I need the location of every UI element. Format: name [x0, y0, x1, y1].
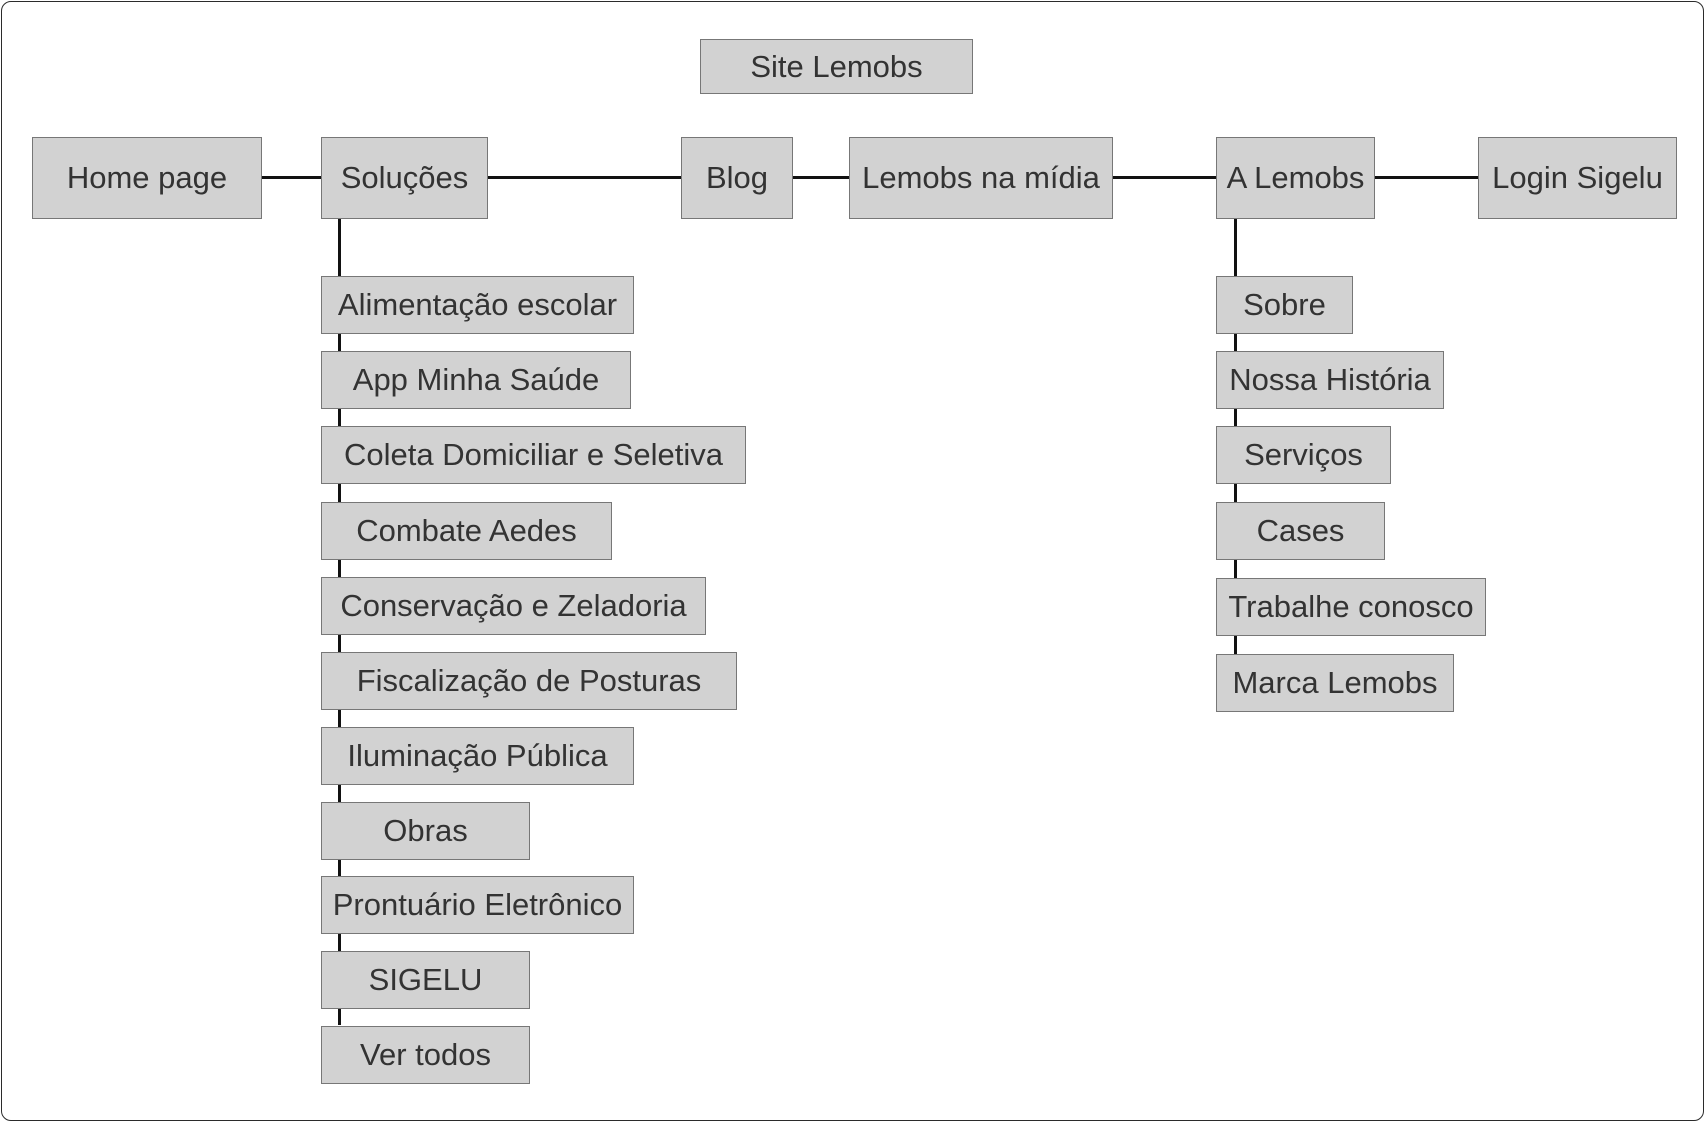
node-solucoes-child: Iluminação Pública: [321, 727, 634, 785]
node-lemobs-child: Cases: [1216, 502, 1385, 560]
node-solucoes-child: App Minha Saúde: [321, 351, 631, 409]
node-solucoes-child: Fiscalização de Posturas: [321, 652, 737, 710]
node-a-lemobs: A Lemobs: [1216, 137, 1375, 219]
node-solucoes-child: Coleta Domiciliar e Seletiva: [321, 426, 746, 484]
node-lemobs-child: Trabalhe conosco: [1216, 578, 1486, 636]
node-login-sigelu: Login Sigelu: [1478, 137, 1677, 219]
node-lemobs-child: Sobre: [1216, 276, 1353, 334]
node-lemobs-child: Marca Lemobs: [1216, 654, 1454, 712]
node-solucoes-child: Prontuário Eletrônico: [321, 876, 634, 934]
node-lemobs-child: Serviços: [1216, 426, 1391, 484]
node-solucoes-child: Conservação e Zeladoria: [321, 577, 706, 635]
node-blog: Blog: [681, 137, 793, 219]
node-solucoes-child: Ver todos: [321, 1026, 530, 1084]
node-home-page: Home page: [32, 137, 262, 219]
node-site-lemobs: Site Lemobs: [700, 39, 973, 94]
node-solucoes-child: Alimentação escolar: [321, 276, 634, 334]
node-solucoes-child: SIGELU: [321, 951, 530, 1009]
node-solucoes-child: Combate Aedes: [321, 502, 612, 560]
node-solucoes: Soluções: [321, 137, 488, 219]
node-lemobs-child: Nossa História: [1216, 351, 1444, 409]
node-solucoes-child: Obras: [321, 802, 530, 860]
node-lemobs-na-midia: Lemobs na mídia: [849, 137, 1113, 219]
